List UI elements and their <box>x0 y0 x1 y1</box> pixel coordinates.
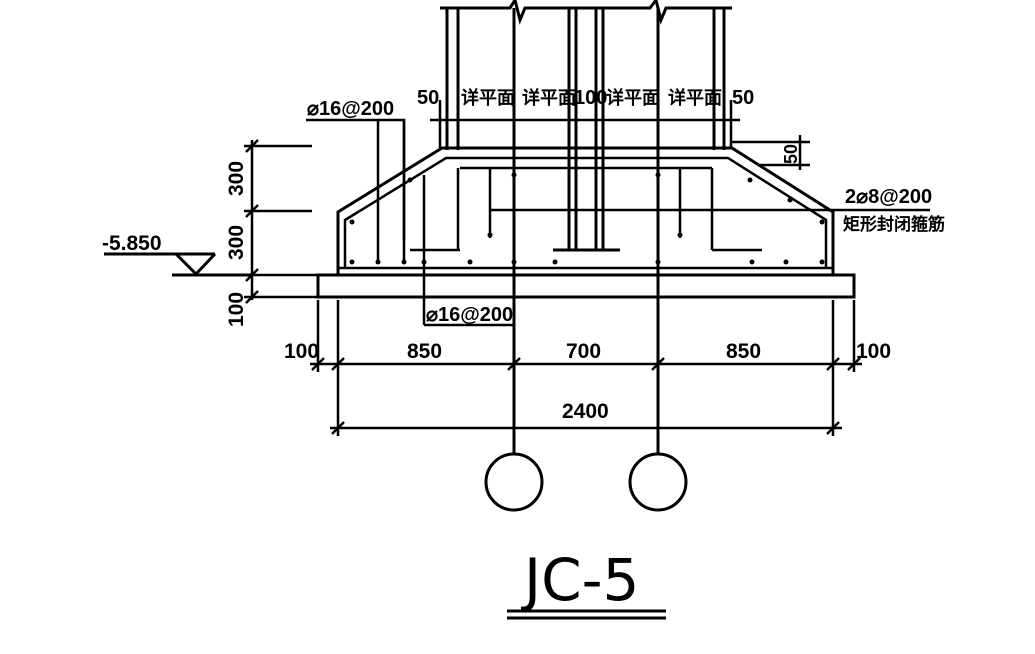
column-face-label-4: 详平面 <box>668 87 722 108</box>
dim-vertical-100: 100 <box>225 292 248 327</box>
column-face-label-3: 详平面 <box>606 87 660 108</box>
elevation-marker <box>104 252 252 277</box>
dim-horizontal-100-right: 100 <box>856 340 891 363</box>
pile-axis-lines <box>512 8 660 455</box>
gap-label-left: 50 <box>417 87 439 109</box>
rebar-label-top-left: ⌀16@200 <box>307 98 394 120</box>
vertical-dimension <box>244 139 318 304</box>
drawing-title: JC-5 <box>521 546 639 614</box>
column-outline <box>445 8 726 252</box>
dim-horizontal-850-left: 850 <box>407 340 442 363</box>
dim-vertical-300-a: 300 <box>225 161 248 196</box>
dim-horizontal-850-right: 850 <box>726 340 761 363</box>
small-dim-label-right: 50 <box>781 144 801 164</box>
column-face-label-2: 详平面 <box>522 87 576 108</box>
dim-horizontal-100-left: 100 <box>284 340 319 363</box>
pile-circles <box>484 452 688 512</box>
title-underline <box>507 609 666 620</box>
gap-label-mid: 100 <box>574 87 607 109</box>
gap-label-right: 50 <box>732 87 754 109</box>
column-break-line <box>440 0 732 25</box>
dim-horizontal-700: 700 <box>566 340 601 363</box>
dim-total: 2400 <box>562 400 609 423</box>
elevation-value: -5.850 <box>102 232 162 255</box>
rebar-dots <box>349 172 825 265</box>
rebar-label-bottom: ⌀16@200 <box>426 304 513 326</box>
foundation-outline <box>316 146 856 299</box>
dim-vertical-300-b: 300 <box>225 225 248 260</box>
column-face-label-1: 详平面 <box>461 87 515 108</box>
rebar-label-right-1: 2⌀8@200 <box>845 186 932 208</box>
horizontal-dimension <box>310 300 862 436</box>
rebar-label-right-2: 矩形封闭箍筋 <box>843 214 945 234</box>
leader-lines <box>306 118 930 327</box>
